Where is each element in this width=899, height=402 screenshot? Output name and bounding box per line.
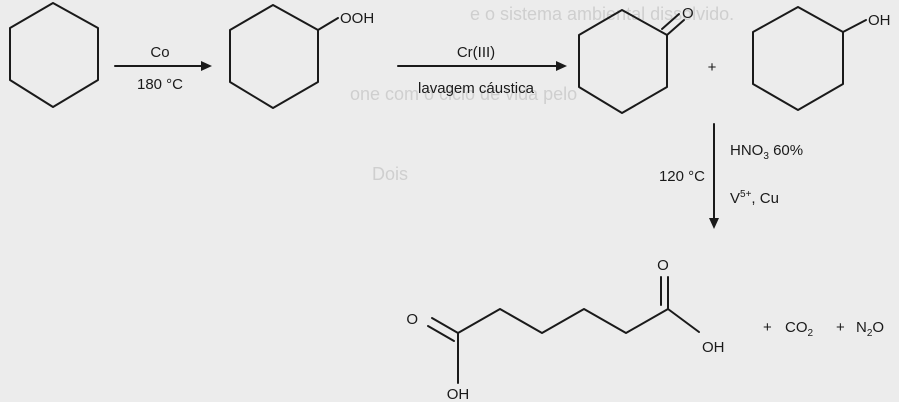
- hydroperoxide-ring: [229, 4, 319, 109]
- step3-reagent: HNO3 60%: [730, 142, 803, 162]
- bleed-line-1: e o sistema ambiental dissolvido.: [470, 4, 734, 24]
- bleed-line-3: Dois: [372, 164, 408, 184]
- adipic-right-oh-bond: [667, 308, 700, 333]
- adipic-left-double-a: [431, 317, 459, 334]
- byproduct-plus-2: +: [836, 319, 845, 336]
- adipic-left-oxygen: O: [406, 311, 418, 328]
- step3-arrow: [709, 123, 719, 229]
- adipic-bottom-hydroxyl: OH: [447, 386, 470, 402]
- ketone-double-bond-b: [661, 13, 680, 30]
- products-plus: +: [708, 59, 717, 76]
- step2-condition: lavagem cáustica: [418, 80, 535, 97]
- step1-arrow: [114, 61, 212, 71]
- byproduct-n2o: N2O: [856, 319, 884, 339]
- adipic-acid-chain: [457, 276, 669, 384]
- step3-temperature: 120 °C: [659, 168, 705, 185]
- step2-catalyst: Cr(III): [457, 44, 495, 61]
- alcohol-group: OH: [868, 12, 891, 29]
- step2-arrow: [397, 61, 567, 71]
- step3-catalyst: V5+, Cu: [730, 189, 779, 207]
- step1-catalyst: Co: [150, 44, 169, 61]
- hydroperoxide-group: OOH: [340, 10, 374, 27]
- hydroperoxide-bond: [317, 17, 339, 31]
- ketone-double-bond-a: [666, 19, 685, 36]
- adipic-right-hydroxyl: OH: [702, 339, 725, 356]
- ketone-ring: [578, 9, 668, 114]
- alcohol-ring: [752, 6, 844, 111]
- ketone-oxygen: O: [682, 5, 694, 22]
- alcohol-bond: [842, 19, 867, 33]
- adipic-left-double-b: [427, 325, 455, 342]
- cyclohexane-ring: [9, 2, 99, 108]
- byproduct-plus-1: +: [763, 319, 772, 336]
- byproduct-co2: CO2: [785, 319, 814, 339]
- byproducts: + CO2 + N2O: [763, 319, 884, 339]
- background-bleed-text: e o sistema ambiental dissolvido. one co…: [350, 4, 734, 184]
- step1-temperature: 180 °C: [137, 76, 183, 93]
- bleed-line-2: one com o ciclo de vida pelo: [350, 84, 577, 104]
- adipic-top-oxygen: O: [657, 257, 669, 274]
